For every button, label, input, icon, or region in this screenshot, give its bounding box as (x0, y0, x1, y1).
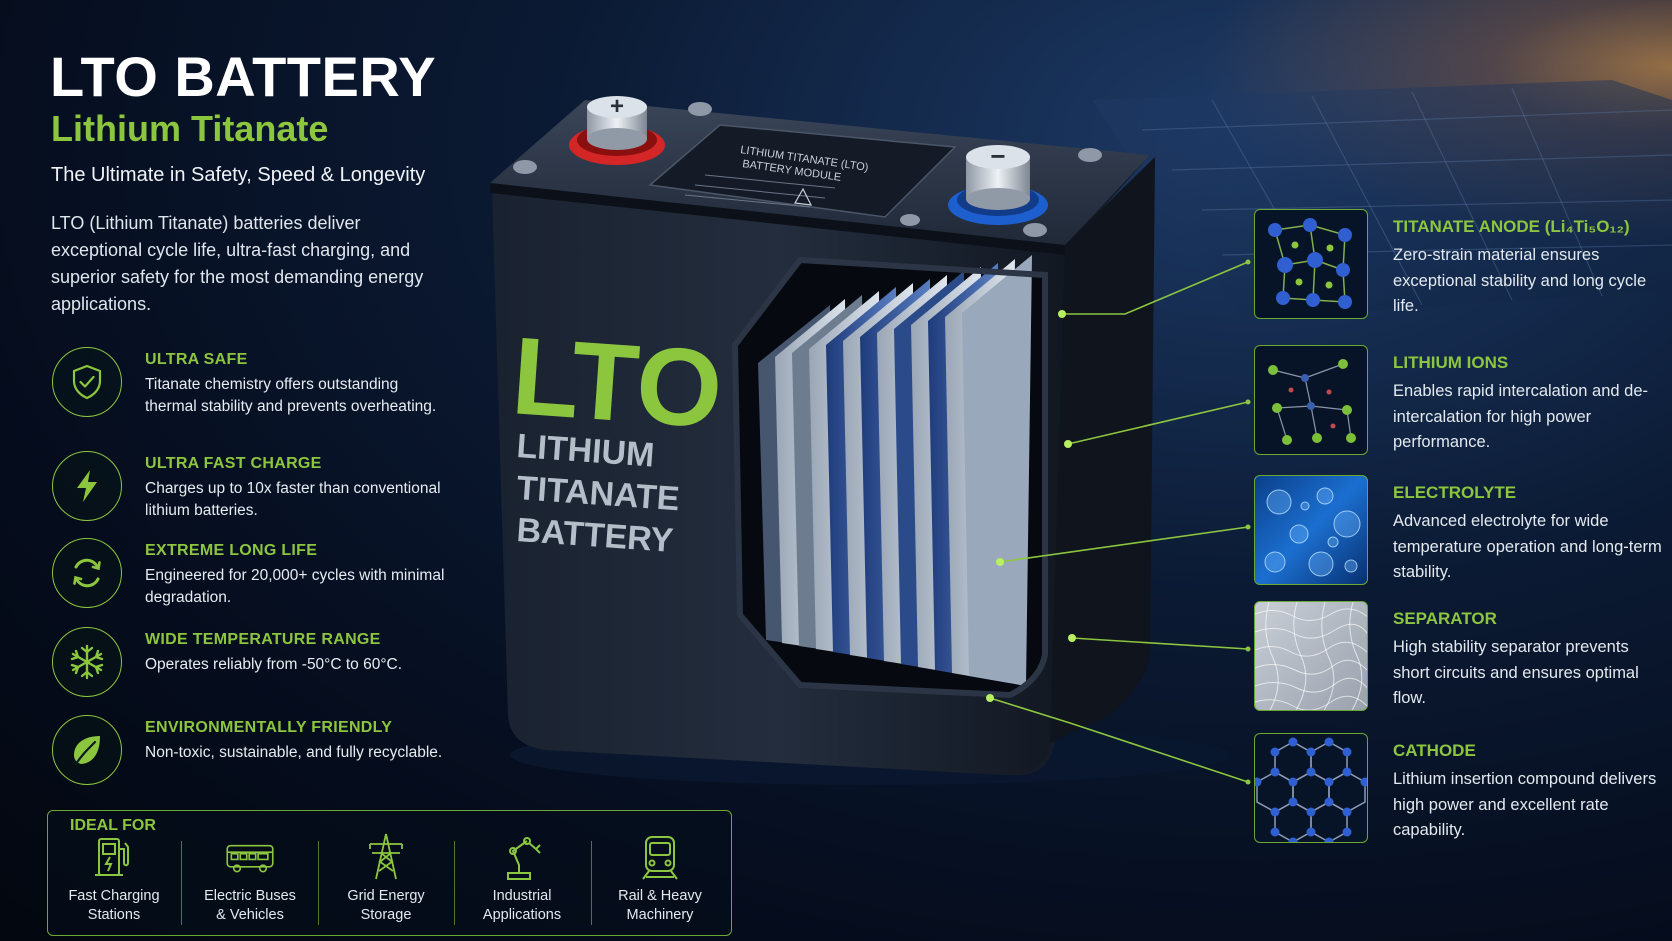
train-icon (642, 836, 678, 880)
component-separator: SEPARATOR High stability separator preve… (1254, 601, 1664, 716)
feature-environmentally-friendly: ENVIRONMENTALLY FRIENDLY Non-toxic, sust… (52, 715, 452, 795)
feature-desc: Operates reliably from -50°C to 60°C. (145, 656, 403, 673)
positive-terminal: + (569, 95, 665, 165)
feature-ultra-fast-charge: ULTRA FAST CHARGE Charges up to 10x fast… (52, 451, 452, 531)
snowflake-icon (52, 627, 122, 697)
divider (318, 841, 319, 925)
leaf-icon (52, 715, 122, 785)
anode-molecule-thumbnail (1254, 209, 1368, 319)
component-title: ELECTROLYTE (1393, 483, 1517, 502)
battery-brand: LTO (508, 314, 726, 451)
negative-symbol: − (990, 141, 1005, 171)
ideal-for-title: IDEAL FOR (70, 817, 156, 834)
feature-extreme-long-life: EXTREME LONG LIFE Engineered for 20,000+… (52, 538, 452, 618)
charging-station-icon (95, 838, 129, 876)
feature-title: ULTRA FAST CHARGE (145, 455, 322, 472)
divider (454, 841, 455, 925)
app-label: Rail & Heavy Machinery (618, 888, 702, 923)
robot-arm-icon (507, 837, 541, 880)
positive-symbol: + (610, 95, 624, 120)
component-title: LITHIUM IONS (1393, 353, 1509, 372)
component-title: CATHODE (1393, 741, 1476, 760)
app-label: Fast Charging Stations (68, 888, 160, 923)
separator-thumbnail (1254, 601, 1368, 711)
warning-triangle-icon (794, 187, 813, 206)
app-rail-heavy-machinery: Rail & Heavy Machinery (596, 831, 724, 931)
bus-icon (226, 844, 274, 873)
feature-desc: Non-toxic, sustainable, and fully recycl… (145, 744, 443, 761)
feature-title: ULTRA SAFE (145, 351, 248, 368)
component-desc: Lithium insertion compound delivers high… (1393, 770, 1657, 839)
lithium-ions-thumbnail (1254, 345, 1368, 455)
tagline: The Ultimate in Safety, Speed & Longevit… (51, 164, 426, 186)
component-title: TITANATE ANODE (Li₄Ti₅O₁₂) (1393, 217, 1630, 236)
feature-title: ENVIRONMENTALLY FRIENDLY (145, 719, 393, 736)
feature-title: EXTREME LONG LIFE (145, 542, 318, 559)
divider (181, 841, 182, 925)
intro-paragraph: LTO (Lithium Titanate) batteries deliver… (51, 213, 424, 314)
cathode-lattice-thumbnail (1254, 733, 1368, 843)
page-title: LTO BATTERY (50, 45, 437, 108)
component-cathode: CATHODE Lithium insertion compound deliv… (1254, 733, 1664, 848)
ideal-for-panel: IDEAL FOR Fast Charging Stations Electri… (47, 810, 732, 936)
divider (591, 841, 592, 925)
app-industrial-applications: Industrial Applications (458, 831, 586, 931)
feature-wide-temperature-range: WIDE TEMPERATURE RANGE Operates reliably… (52, 627, 452, 707)
app-label: Electric Buses & Vehicles (204, 888, 296, 923)
app-label: Grid Energy Storage (347, 888, 425, 923)
component-electrolyte: ELECTROLYTE Advanced electrolyte for wid… (1254, 475, 1664, 590)
lightning-bolt-icon (52, 451, 122, 521)
feature-title: WIDE TEMPERATURE RANGE (145, 631, 381, 648)
app-grid-energy-storage: Grid Energy Storage (322, 831, 450, 931)
page-subtitle: Lithium Titanate (51, 108, 329, 149)
component-titanate-anode: TITANATE ANODE (Li₄Ti₅O₁₂) Zero-strain m… (1254, 209, 1664, 324)
electrode-stack (758, 255, 1032, 686)
feature-ultra-safe: ULTRA SAFE Titanate chemistry offers out… (52, 347, 452, 427)
feature-desc: Engineered for 20,000+ cycles with minim… (145, 567, 445, 606)
app-fast-charging-stations: Fast Charging Stations (50, 831, 178, 931)
component-desc: Advanced electrolyte for wide temperatur… (1393, 512, 1662, 581)
battery-illustration: LITHIUM TITANATE (LTO) BATTERY MODULE + … (490, 95, 1230, 785)
refresh-cycle-icon (52, 538, 122, 608)
component-desc: Enables rapid intercalation and de-inter… (1393, 382, 1649, 451)
shield-check-icon (52, 347, 122, 417)
component-desc: Zero-strain material ensures exceptional… (1393, 246, 1647, 315)
solar-panels-backdrop (1092, 80, 1672, 320)
feature-desc: Titanate chemistry offers outstanding th… (145, 376, 437, 415)
component-title: SEPARATOR (1393, 609, 1497, 628)
component-lithium-ions: LITHIUM IONS Enables rapid intercalation… (1254, 345, 1664, 460)
app-label: Industrial Applications (482, 888, 562, 923)
feature-desc: Charges up to 10x faster than convention… (145, 480, 441, 519)
negative-terminal: − (948, 141, 1048, 225)
power-tower-icon (369, 833, 403, 880)
app-electric-buses: Electric Buses & Vehicles (186, 831, 314, 931)
electrolyte-thumbnail (1254, 475, 1368, 585)
component-desc: High stability separator prevents short … (1393, 638, 1639, 707)
